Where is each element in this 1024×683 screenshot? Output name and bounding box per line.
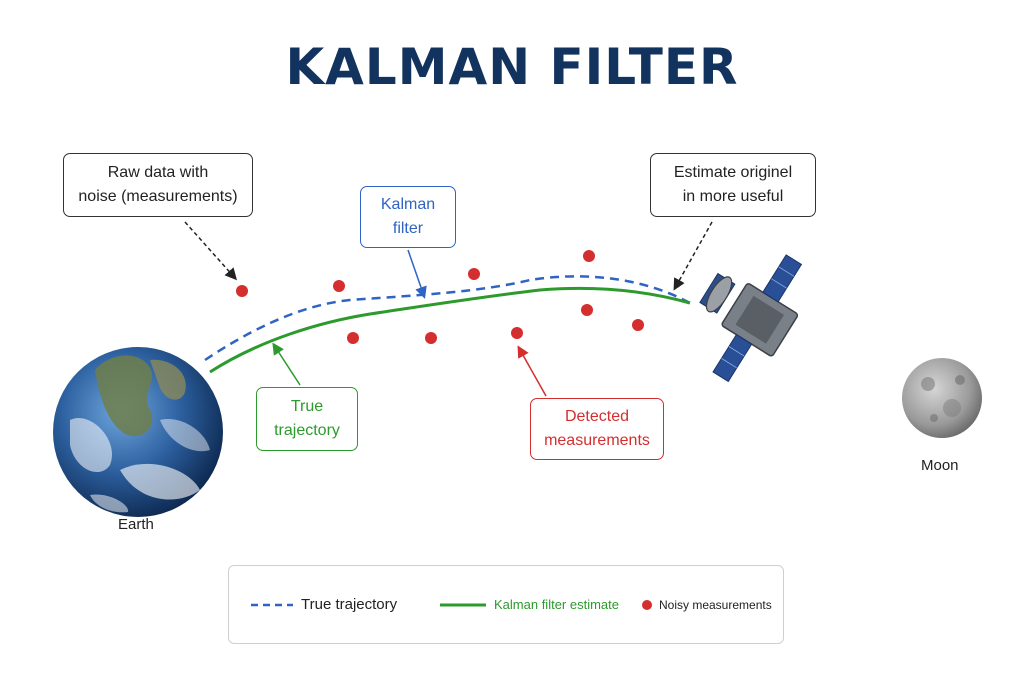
measurement-point xyxy=(632,319,644,331)
moon-icon xyxy=(902,358,982,438)
arrow-detected xyxy=(517,345,547,397)
moon-label: Moon xyxy=(921,457,959,474)
measurement-point xyxy=(236,285,248,297)
callout-estimate-line2: in more useful xyxy=(682,188,784,205)
measurement-point xyxy=(511,327,523,339)
callout-detected-line2: measurements xyxy=(544,432,650,449)
measurement-point xyxy=(347,332,359,344)
legend: True trajectory Kalman filter estimate N… xyxy=(228,565,784,644)
callout-kalman-line2: filter xyxy=(392,220,424,237)
earth-label: Earth xyxy=(118,516,154,533)
legend-dot xyxy=(642,600,652,610)
arrow-raw xyxy=(184,221,237,281)
measurement-point xyxy=(581,304,593,316)
solid-trajectory xyxy=(209,286,691,374)
measurement-point xyxy=(425,332,437,344)
dashed-trajectory xyxy=(204,275,691,362)
callout-true-trajectory: True trajectory xyxy=(256,387,358,451)
arrow-true xyxy=(272,342,301,386)
callout-raw-line1: Raw data with xyxy=(107,164,209,181)
arrow-kalman xyxy=(407,249,427,299)
callout-detected-line1: Detected xyxy=(564,408,630,425)
arrow-estimate xyxy=(673,221,713,291)
callout-raw-line2: noise (measurements) xyxy=(78,188,238,205)
callout-estimate-line1: Estimate originel xyxy=(673,164,793,181)
earth-icon xyxy=(53,347,223,517)
callout-detected: Detected measurements xyxy=(530,398,664,460)
callout-estimate: Estimate originel in more useful xyxy=(650,153,816,217)
measurement-points xyxy=(236,250,644,344)
callout-kalman-filter: Kalman filter xyxy=(360,186,456,248)
callout-true-line1: True xyxy=(290,398,324,415)
legend-noisy-measurements: Noisy measurements xyxy=(659,598,772,612)
callout-true-line2: trajectory xyxy=(274,422,340,439)
measurement-point xyxy=(333,280,345,292)
legend-kalman-estimate: Kalman filter estimate xyxy=(494,597,619,612)
page-title: KALMAN FILTER xyxy=(285,38,739,96)
measurement-point xyxy=(468,268,480,280)
satellite-icon xyxy=(699,254,803,383)
callout-kalman-line1: Kalman xyxy=(380,196,436,213)
callout-raw-data: Raw data with noise (measurements) xyxy=(63,153,253,217)
measurement-point xyxy=(583,250,595,262)
legend-true-trajectory: True trajectory xyxy=(301,596,398,613)
